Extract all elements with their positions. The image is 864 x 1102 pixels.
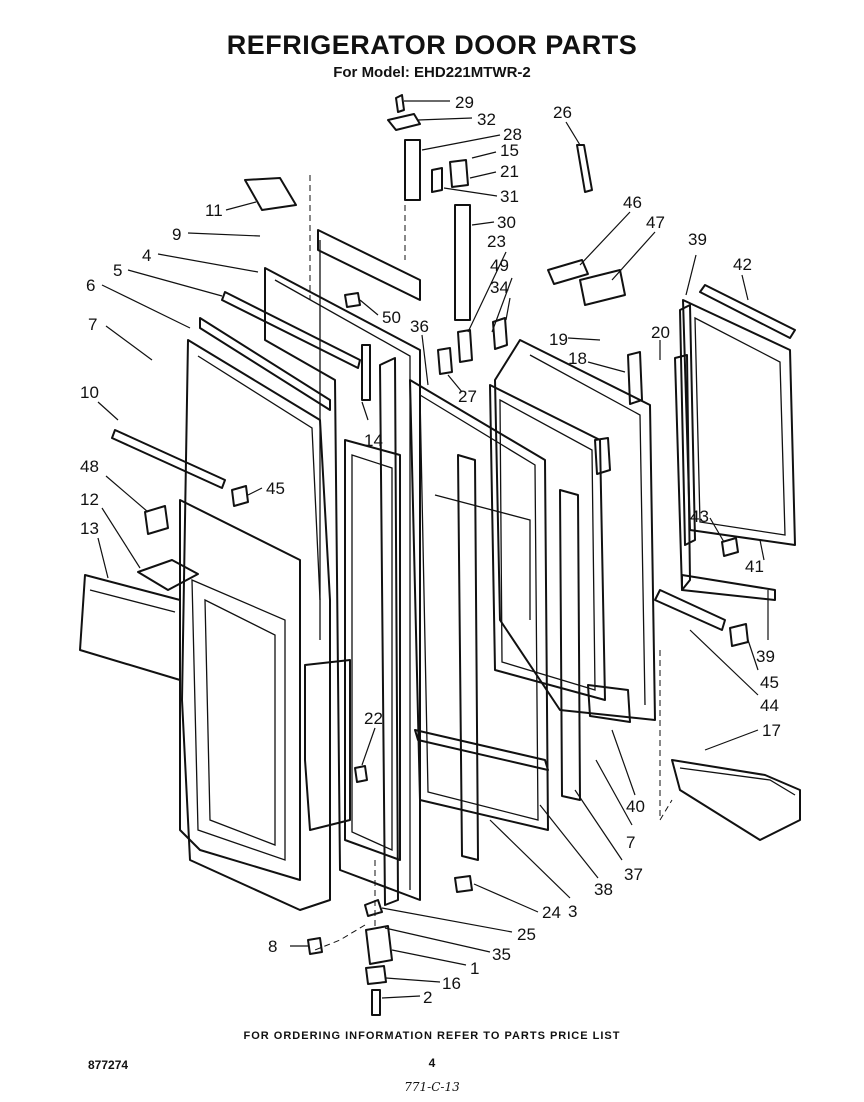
callout-48: 48 (80, 457, 99, 476)
callout-26: 26 (553, 103, 572, 122)
bottom-hinge-hardware (307, 765, 473, 1016)
page-title: REFRIGERATOR DOOR PARTS (226, 30, 638, 60)
freezer-door-assembly (79, 339, 331, 911)
callout-41: 41 (745, 557, 764, 576)
callout-15: 15 (500, 141, 519, 160)
callout-27: 27 (458, 387, 477, 406)
callout-46: 46 (623, 193, 642, 212)
callout-35: 35 (492, 945, 511, 964)
callout-19: 19 (549, 330, 568, 349)
page-number: 4 (428, 1056, 436, 1070)
callout-7b: 7 (626, 833, 635, 852)
callout-28: 28 (503, 125, 522, 144)
freezer-gasket-frames (199, 229, 421, 906)
callout-labels: 29 32 28 15 21 31 30 23 49 34 26 46 47 3… (80, 93, 781, 1007)
callout-29: 29 (455, 93, 474, 112)
callout-47: 47 (646, 213, 665, 232)
callout-17: 17 (762, 721, 781, 740)
fresh-food-door-assembly (489, 339, 656, 801)
callout-23: 23 (487, 232, 506, 251)
callout-45: 45 (266, 479, 285, 498)
callout-18: 18 (568, 349, 587, 368)
callout-2: 2 (423, 988, 432, 1007)
callout-20: 20 (651, 323, 670, 342)
callout-34: 34 (490, 278, 509, 297)
door-shelf-panel (654, 284, 801, 841)
callout-39b: 39 (756, 647, 775, 666)
document-code: 877274 (88, 1058, 129, 1072)
ordering-note: FOR ORDERING INFORMATION REFER TO PARTS … (243, 1030, 621, 1042)
callout-50: 50 (382, 308, 401, 327)
handwritten-code: 771-C-13 (404, 1080, 460, 1094)
fresh-food-door-frame (409, 379, 549, 861)
callout-21: 21 (500, 162, 519, 181)
callout-7: 7 (88, 315, 97, 334)
callout-30: 30 (497, 213, 516, 232)
callout-8: 8 (268, 937, 277, 956)
callout-14: 14 (364, 431, 383, 450)
callout-24: 24 (542, 903, 561, 922)
callout-11: 11 (205, 201, 223, 220)
callout-1: 1 (470, 959, 479, 978)
callout-31: 31 (500, 187, 519, 206)
callout-44: 44 (760, 696, 779, 715)
callout-3: 3 (568, 902, 577, 921)
callout-13: 13 (80, 519, 99, 538)
callout-43: 43 (690, 507, 709, 526)
callout-37: 37 (624, 865, 643, 884)
callout-4: 4 (142, 246, 151, 265)
callout-42: 42 (733, 255, 752, 274)
callout-12: 12 (80, 490, 99, 509)
callout-36: 36 (410, 317, 429, 336)
callout-5: 5 (113, 261, 122, 280)
callout-10: 10 (80, 383, 99, 402)
callout-9: 9 (172, 225, 181, 244)
callout-32: 32 (477, 110, 496, 129)
callout-6: 6 (86, 276, 95, 295)
top-hinge-hardware (244, 94, 626, 375)
callout-40: 40 (626, 797, 645, 816)
alignment-lines (309, 175, 673, 951)
model-subtitle: For Model: EHD221MTWR-2 (333, 64, 531, 81)
callout-16: 16 (442, 974, 461, 993)
callout-22: 22 (364, 709, 383, 728)
callout-25: 25 (517, 925, 536, 944)
callout-45b: 45 (760, 673, 779, 692)
callout-39: 39 (688, 230, 707, 249)
callout-49: 49 (490, 256, 509, 275)
callout-38: 38 (594, 880, 613, 899)
